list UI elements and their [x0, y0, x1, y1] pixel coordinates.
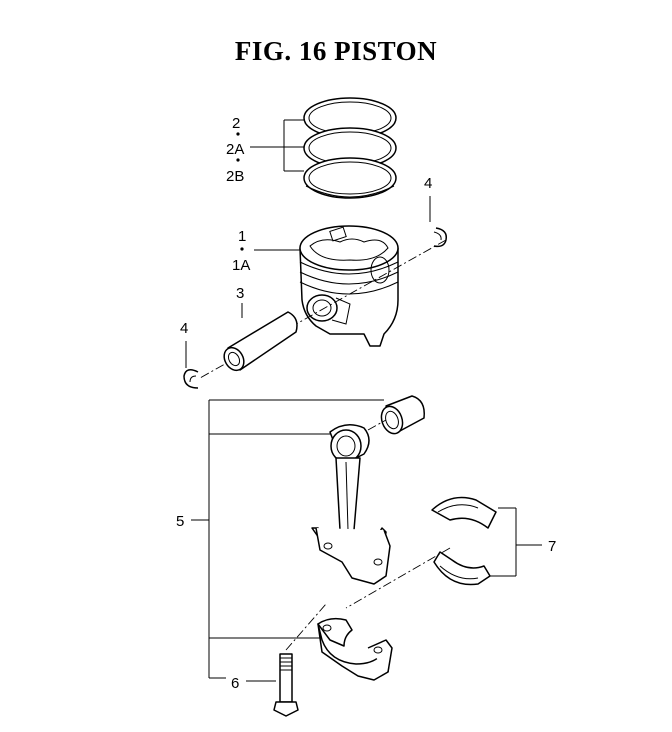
- snap-ring-right: [429, 196, 448, 248]
- piston-rings: [303, 97, 397, 199]
- label-ring-2a: 2A: [226, 141, 244, 158]
- bearing-axis-line: [345, 547, 451, 609]
- snap-ring-left: [183, 341, 199, 389]
- bearing-shells: [431, 496, 497, 586]
- piston-pin: [223, 303, 298, 372]
- pin-axis-line: [199, 239, 447, 379]
- label-ring-2b: 2B: [226, 168, 244, 185]
- con-rod-leader: [191, 399, 384, 679]
- label-dot: [236, 132, 240, 136]
- label-snap-ring-left: 4: [180, 320, 188, 337]
- label-piston-1: 1: [238, 228, 246, 245]
- bolt-axis-line: [285, 603, 327, 651]
- label-piston-1a: 1A: [232, 257, 250, 274]
- label-dot: [236, 158, 240, 162]
- rings-leader: [250, 119, 304, 172]
- connecting-rod: [311, 424, 391, 585]
- figure-title: FIG. 16 PISTON: [234, 36, 438, 66]
- label-snap-ring-right: 4: [424, 175, 432, 192]
- bushing-axis-line: [367, 419, 387, 431]
- label-bolt-6: 6: [231, 675, 239, 692]
- rod-cap: [317, 617, 393, 681]
- bearing-leader: [490, 507, 542, 577]
- small-end-bushing: [380, 395, 425, 435]
- label-dot: [240, 247, 244, 251]
- label-bearing-7: 7: [548, 538, 556, 555]
- label-ring-2: 2: [232, 115, 240, 132]
- label-con-rod-5: 5: [176, 513, 184, 530]
- label-pin-3: 3: [236, 285, 244, 302]
- piston: [254, 225, 399, 347]
- rod-bolt: [246, 653, 299, 717]
